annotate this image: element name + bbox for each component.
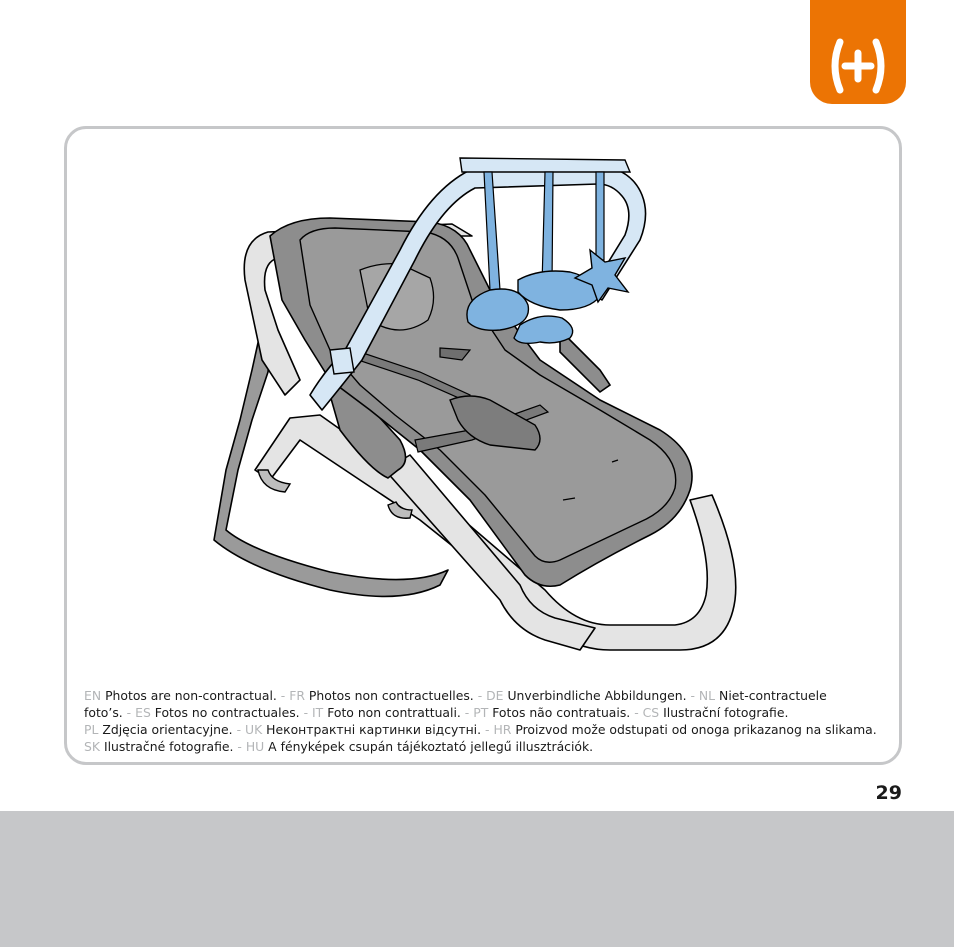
toy-rattle xyxy=(513,315,574,345)
toy-bell xyxy=(466,288,530,332)
disclaimer-text: EN Photos are non-contractual. - FR Phot… xyxy=(84,687,899,755)
lang-text: foto’s. xyxy=(84,705,123,720)
lang-text: Ilustrační fotografie. xyxy=(663,705,789,720)
lang-code: FR xyxy=(289,688,305,703)
lang-text: Unverbindliche Abbildungen. xyxy=(507,688,687,703)
lang-code: HR xyxy=(493,722,512,737)
lang-text: Photos non contractuelles. xyxy=(308,688,474,703)
lang-text: Неконтрактні картинки відсутні. xyxy=(266,722,482,737)
separator: - xyxy=(126,705,132,720)
separator: - xyxy=(236,722,242,737)
lang-text: Photos are non-contractual. xyxy=(105,688,277,703)
carry-strap xyxy=(213,319,449,598)
lang-code: HU xyxy=(245,739,265,754)
lang-text: Zdjęcia orientacyjne. xyxy=(102,722,233,737)
lang-text: Proizvod može odstupati od onoga prikaza… xyxy=(515,722,877,737)
footer-band xyxy=(0,811,954,947)
lang-text: A fényképek csupán tájékoztató jellegű i… xyxy=(268,739,594,754)
lang-code: CS xyxy=(642,705,660,720)
separator: - xyxy=(477,688,483,703)
disclaimer-line: foto’s. - ES Fotos no contractuales. - I… xyxy=(84,704,899,721)
lang-text: Niet-contractuele xyxy=(719,688,827,703)
baby-bouncer-illustration xyxy=(213,157,737,651)
lang-text: Fotos não contratuais. xyxy=(492,705,631,720)
separator: - xyxy=(280,688,286,703)
separator: - xyxy=(690,688,695,703)
lang-code: SK xyxy=(84,739,100,754)
lang-code: PT xyxy=(473,705,489,720)
lang-text: Foto non contrattuali. xyxy=(327,705,461,720)
disclaimer-line: PL Zdjęcia orientacyjne. - UK Неконтракт… xyxy=(84,721,899,738)
lang-code: ES xyxy=(135,705,151,720)
separator: - xyxy=(485,722,490,737)
plus-in-parentheses-icon xyxy=(831,38,885,94)
separator: - xyxy=(237,739,242,754)
lang-code: DE xyxy=(486,688,504,703)
toy-star xyxy=(573,248,630,304)
lang-code: PL xyxy=(84,722,99,737)
lang-text: Ilustračné fotografie. xyxy=(103,739,234,754)
page-number: 29 xyxy=(875,782,902,804)
disclaimer-line: EN Photos are non-contractual. - FR Phot… xyxy=(84,687,899,704)
harness-buckle xyxy=(449,395,541,451)
lang-code: EN xyxy=(84,688,102,703)
lang-code: IT xyxy=(312,705,324,720)
lang-text: Fotos no contractuales. xyxy=(154,705,300,720)
section-tab xyxy=(810,0,906,104)
front-tube xyxy=(384,454,596,651)
separator: - xyxy=(303,705,309,720)
separator: - xyxy=(464,705,470,720)
disclaimer-line: SK Ilustračné fotografie. - HU A fénykép… xyxy=(84,738,899,755)
lang-code: NL xyxy=(698,688,716,703)
lang-code: UK xyxy=(245,722,263,737)
separator: - xyxy=(634,705,639,720)
